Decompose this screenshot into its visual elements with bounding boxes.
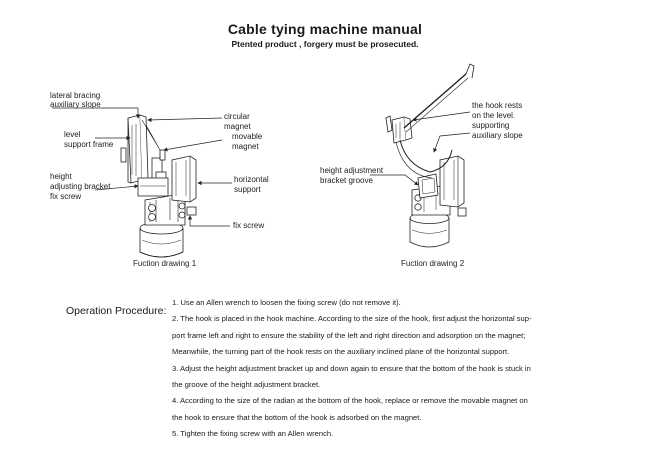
label-height-adjustment: height adjustment <box>320 166 384 175</box>
label-height: height <box>50 172 73 181</box>
vertical-support-2 <box>439 155 467 217</box>
label-level: level <box>64 130 81 139</box>
label-lateral-bracing: lateral bracing <box>50 91 100 100</box>
horizontal-support-1 <box>171 155 197 216</box>
caption-drawing-2: Fuction drawing 2 <box>401 259 465 268</box>
page-subtitle: Ptented product , forgery must be prosec… <box>231 39 419 49</box>
label-auxiliary-slope-2: auxiliary slope <box>472 131 523 140</box>
label-movable: movable <box>232 132 263 141</box>
label-horizontal: horizontal <box>234 175 269 184</box>
label-magnet-circular: magnet <box>224 122 251 131</box>
height-adjustment-bracket-2 <box>417 173 439 199</box>
label-magnet-movable: magnet <box>232 142 259 151</box>
step-line: 2. The hook is placed in the hook machin… <box>172 314 532 324</box>
function-drawings: lateral bracing auxiliary slope level su… <box>50 63 523 268</box>
label-auxiliary-slope: auxiliary slope <box>50 100 101 109</box>
label-bracket-groove: bracket groove <box>320 176 373 185</box>
step-line: 1. Use an Allen wrench to loosen the fix… <box>172 298 401 307</box>
mount-block-1 <box>144 194 186 226</box>
labels-drawing-1: lateral bracing auxiliary slope level su… <box>50 91 269 268</box>
step-line: 3. Adjust the height adjustment bracket … <box>172 363 531 373</box>
step-line: 4. According to the size of the radian a… <box>172 396 528 406</box>
label-circular: circular <box>224 112 250 121</box>
hook-and-frame-2 <box>385 63 475 179</box>
label-support: support <box>234 185 261 194</box>
label-fix-screw-right: fix screw <box>233 221 264 230</box>
label-fix-screw-left: fix screw <box>50 192 81 201</box>
label-on-the-level: on the level. <box>472 111 515 120</box>
function-drawing-1 <box>52 107 232 258</box>
base-cylinder-2 <box>409 212 450 248</box>
label-supporting: supporting <box>472 121 509 130</box>
step-line: port frame left and right to ensure the … <box>172 330 526 340</box>
base-cylinder-1 <box>139 221 184 258</box>
labels-drawing-2: the hook rests on the level. supporting … <box>320 101 523 268</box>
level-support-frame-1 <box>120 114 161 184</box>
step-line: Meanwhile, the turning part of the hook … <box>172 347 510 357</box>
function-drawing-2 <box>370 63 475 248</box>
leader-lines-1 <box>52 107 232 227</box>
operation-procedure-heading: Operation Procedure: <box>66 305 167 317</box>
caption-drawing-1: Fuction drawing 1 <box>133 259 197 268</box>
label-support-frame: support frame <box>64 140 114 149</box>
label-hook-rests: the hook rests <box>472 101 522 110</box>
page-title: Cable tying machine manual <box>227 21 423 37</box>
operation-steps: 1. Use an Allen wrench to loosen the fix… <box>172 295 582 443</box>
step-line: the groove of the height adjustment brac… <box>172 380 321 390</box>
magnet-assembly-1 <box>137 149 169 197</box>
label-adjusting-bracket: adjusting bracket <box>50 182 111 191</box>
step-line: 5. Tighten the fixing screw with an Alle… <box>172 429 334 439</box>
leader-lines-2 <box>370 111 471 186</box>
step-line: the hook to ensure that the bottom of th… <box>172 412 422 422</box>
